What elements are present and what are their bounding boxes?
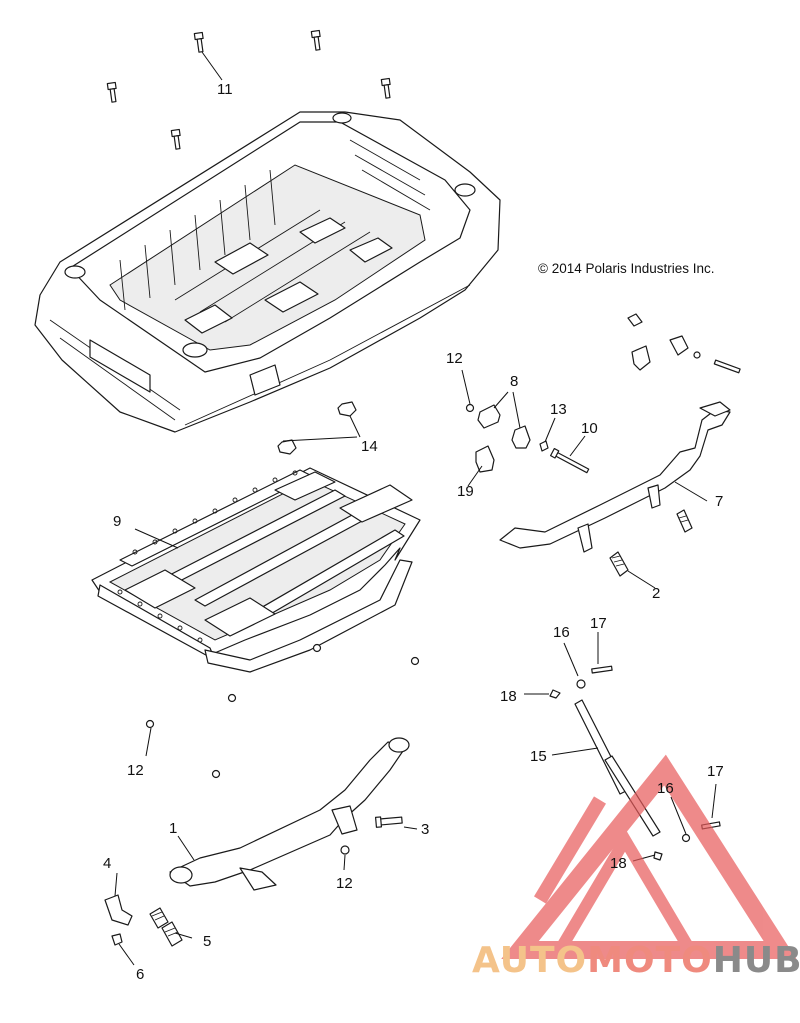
callout-19: 19 — [457, 483, 474, 500]
callout-16-bottom: 16 — [657, 780, 674, 797]
bolts-11 — [106, 29, 391, 150]
watermark-hub: HUB — [713, 940, 800, 981]
springs-2 — [609, 509, 693, 577]
callout-9: 9 — [113, 513, 121, 530]
callout-12-bottom: 12 — [336, 875, 353, 892]
callout-14: 14 — [361, 438, 378, 455]
callout-18-top: 18 — [500, 688, 517, 705]
callout-1: 1 — [169, 820, 177, 837]
callout-10: 10 — [581, 420, 598, 437]
watermark-logo — [501, 754, 797, 959]
callout-16-top: 16 — [553, 624, 570, 641]
callout-8: 8 — [510, 373, 518, 390]
callout-13: 13 — [550, 401, 567, 418]
callout-6: 6 — [136, 966, 144, 983]
latch-hardware — [475, 404, 590, 474]
watermark-text: AUTOMOTOHUB — [472, 940, 800, 981]
callout-17-top: 17 — [590, 615, 607, 632]
small-nuts — [145, 403, 475, 779]
callout-17-bottom: 17 — [707, 763, 724, 780]
callout-18-bottom: 18 — [610, 855, 627, 872]
callout-7: 7 — [715, 493, 723, 510]
callout-5: 5 — [203, 933, 211, 950]
callout-4: 4 — [103, 855, 111, 872]
callout-12-left: 12 — [127, 762, 144, 779]
copyright-text: © 2014 Polaris Industries Inc. — [538, 261, 715, 276]
callout-12-top: 12 — [446, 350, 463, 367]
callout-11: 11 — [217, 81, 233, 98]
frame-9 — [91, 467, 421, 673]
nuts-14 — [277, 401, 357, 455]
watermark-auto: AUTO — [472, 940, 587, 981]
callout-2: 2 — [652, 585, 660, 602]
lever-7 — [499, 313, 741, 553]
tube-1 — [169, 737, 410, 891]
callout-3: 3 — [421, 821, 429, 838]
bracket-hardware — [104, 894, 183, 947]
callout-labels: 11 14 12 8 13 10 19 9 7 2 16 17 18 15 12… — [103, 81, 724, 983]
callout-15: 15 — [530, 748, 547, 765]
leader-lines — [114, 51, 717, 966]
cargo-box — [34, 111, 501, 433]
watermark-moto: MOTO — [587, 940, 713, 981]
